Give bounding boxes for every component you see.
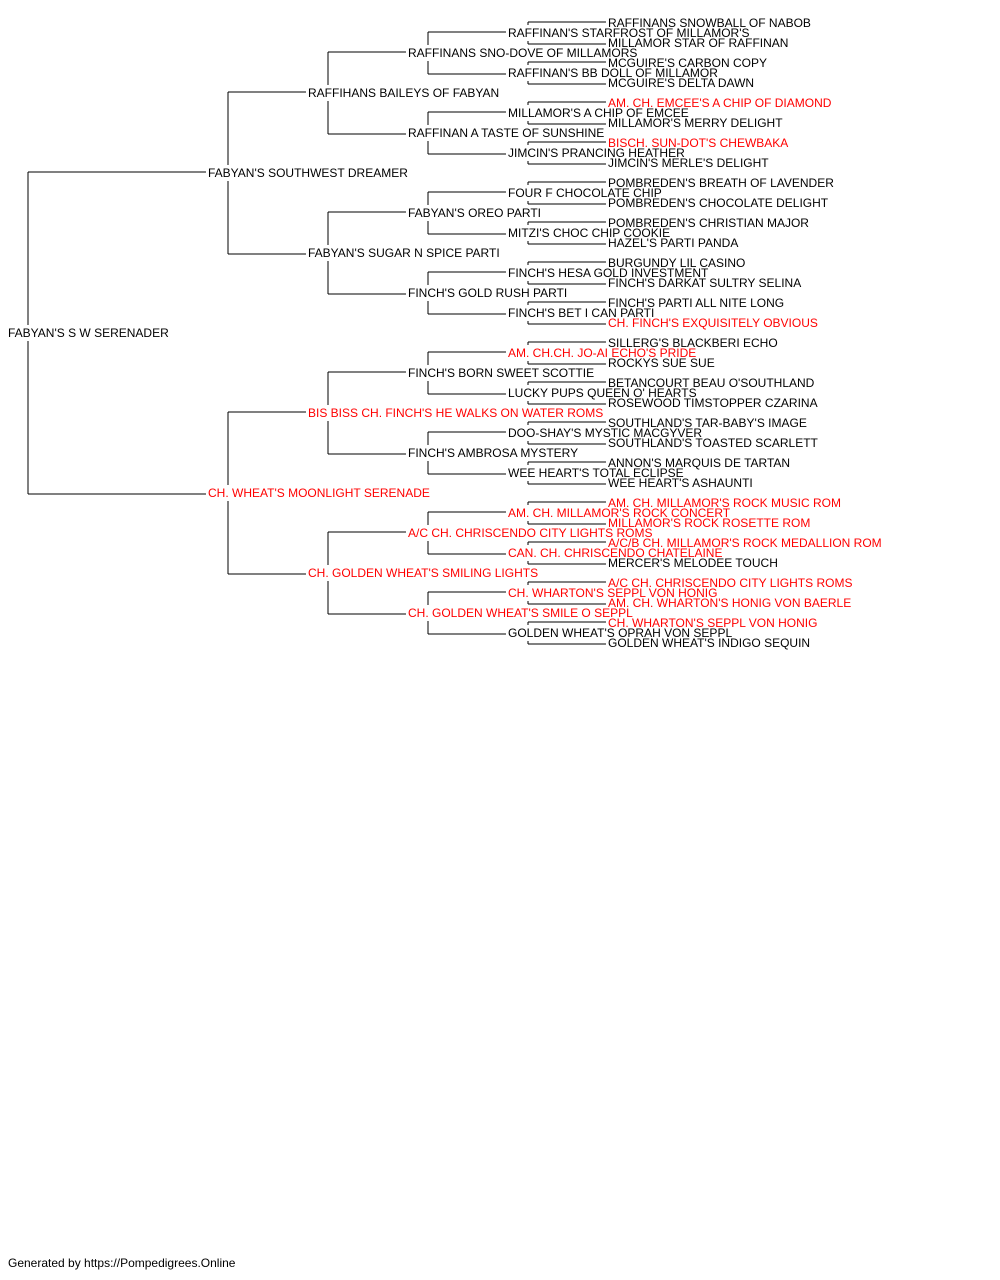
dog-name-gen5-dam-dam-sire-dam-sire: A/C/B CH. MILLAMOR'S ROCK MEDALLION ROM (608, 536, 882, 550)
dog-name-gen4-dam-dam-sire-dam: CAN. CH. CHRISCENDO CHATELAINE (508, 546, 723, 560)
dog-name-gen5-sire-sire-sire-sire-dam: MILLAMOR STAR OF RAFFINAN (608, 36, 789, 50)
dog-name-gen1-sire: FABYAN'S SOUTHWEST DREAMER (208, 166, 408, 180)
dog-name-gen5-sire-dam-sire-sire-sire: POMBREDEN'S BREATH OF LAVENDER (608, 176, 834, 190)
dog-name-gen5-dam-sire-dam-sire-sire: SOUTHLAND'S TAR-BABY'S IMAGE (608, 416, 807, 430)
dog-name-gen2-sire-dam: FABYAN'S SUGAR N SPICE PARTI (308, 246, 500, 260)
dog-name-gen4-dam-sire-dam-sire: DOO-SHAY'S MYSTIC MACGYVER (508, 426, 703, 440)
dog-name-gen3-sire-sire-sire: RAFFINANS SNO-DOVE OF MILLAMORS (408, 46, 638, 60)
dog-name-gen3-sire-sire-dam: RAFFINAN A TASTE OF SUNSHINE (408, 126, 605, 140)
dog-name-gen1-dam: CH. WHEAT'S MOONLIGHT SERENADE (208, 486, 430, 500)
dog-name-gen4-sire-sire-sire-dam: RAFFINAN'S BB DOLL OF MILLAMOR (508, 66, 718, 80)
dog-name-gen5-dam-sire-dam-sire-dam: SOUTHLAND'S TOASTED SCARLETT (608, 436, 818, 450)
dog-name-gen2-dam-sire: BIS BISS CH. FINCH'S HE WALKS ON WATER R… (308, 406, 604, 420)
dog-name-gen4-sire-dam-sire-sire: FOUR F CHOCOLATE CHIP (508, 186, 662, 200)
dog-name-gen3-sire-dam-dam: FINCH'S GOLD RUSH PARTI (408, 286, 568, 300)
dog-name-gen0-subject: FABYAN'S S W SERENADER (8, 326, 169, 340)
dog-name-gen5-dam-dam-sire-sire-dam: MILLAMOR'S ROCK ROSETTE ROM (608, 516, 811, 530)
dog-name-gen4-dam-dam-sire-sire: AM. CH. MILLAMOR'S ROCK CONCERT (508, 506, 731, 520)
dog-name-gen3-dam-dam-dam: CH. GOLDEN WHEAT'S SMILE O SEPPL (408, 606, 633, 620)
dog-name-gen4-sire-dam-sire-dam: MITZI'S CHOC CHIP COOKIE (508, 226, 671, 240)
dog-name-gen5-dam-dam-sire-sire-sire: AM. CH. MILLAMOR'S ROCK MUSIC ROM (608, 496, 841, 510)
dog-name-gen4-dam-sire-sire-sire: AM. CH.CH. JO-AI ECHO'S PRIDE (508, 346, 697, 360)
dog-name-gen5-dam-sire-dam-dam-dam: WEE HEART'S ASHAUNTI (608, 476, 753, 490)
dog-name-gen4-sire-sire-dam-sire: MILLAMOR'S A CHIP OF EMCEE (508, 106, 689, 120)
dog-name-gen3-sire-dam-sire: FABYAN'S OREO PARTI (408, 206, 541, 220)
dog-name-gen5-sire-dam-sire-sire-dam: POMBREDEN'S CHOCOLATE DELIGHT (608, 196, 829, 210)
dog-name-gen5-sire-dam-dam-sire-dam: FINCH'S DARKAT SULTRY SELINA (608, 276, 802, 290)
dog-name-gen3-dam-sire-sire: FINCH'S BORN SWEET SCOTTIE (408, 366, 595, 380)
dog-name-gen5-dam-dam-dam-sire-sire: A/C CH. CHRISCENDO CITY LIGHTS ROMS (608, 576, 853, 590)
dog-name-gen5-dam-sire-sire-dam-dam: ROSEWOOD TIMSTOPPER CZARINA (608, 396, 818, 410)
dog-name-gen5-dam-dam-dam-sire-dam: AM. CH. WHARTON'S HONIG VON BAERLE (608, 596, 852, 610)
dog-name-gen4-dam-dam-dam-dam: GOLDEN WHEAT'S OPRAH VON SEPPL (508, 626, 733, 640)
dog-name-gen5-sire-dam-dam-sire-sire: BURGUNDY LIL CASINO (608, 256, 746, 270)
dog-name-gen4-dam-sire-dam-dam: WEE HEART'S TOTAL ECLIPSE (508, 466, 684, 480)
dog-name-gen5-sire-dam-sire-dam-sire: POMBREDEN'S CHRISTIAN MAJOR (608, 216, 809, 230)
dog-name-gen5-dam-dam-sire-dam-dam: MERCER'S MELODEE TOUCH (608, 556, 778, 570)
dog-name-gen4-sire-dam-dam-sire: FINCH'S HESA GOLD INVESTMENT (508, 266, 709, 280)
dog-name-gen4-sire-dam-dam-dam: FINCH'S BET I CAN PARTI (508, 306, 655, 320)
dog-name-gen5-dam-sire-dam-dam-sire: ANNON'S MARQUIS DE TARTAN (608, 456, 791, 470)
dog-name-gen5-sire-sire-dam-sire-dam: MILLAMOR'S MERRY DELIGHT (608, 116, 783, 130)
dog-name-gen4-dam-sire-sire-dam: LUCKY PUPS QUEEN O' HEARTS (508, 386, 697, 400)
dog-name-gen4-sire-sire-dam-dam: JIMCIN'S PRANCING HEATHER (508, 146, 685, 160)
dog-name-gen4-sire-sire-sire-sire: RAFFINAN'S STARFROST OF MILLAMOR'S (508, 26, 750, 40)
dog-name-gen5-sire-sire-dam-sire-sire: AM. CH. EMCEE'S A CHIP OF DIAMOND (608, 96, 832, 110)
dog-name-gen2-sire-sire: RAFFIHANS BAILEYS OF FABYAN (308, 86, 500, 100)
dog-name-gen5-sire-sire-dam-dam-sire: BISCH. SUN-DOT'S CHEWBAKA (608, 136, 789, 150)
dog-name-gen5-dam-sire-sire-sire-dam: ROCKYS SUE SUE (608, 356, 715, 370)
dog-name-gen5-dam-dam-dam-dam-sire: CH. WHARTON'S SEPPL VON HONIG (608, 616, 818, 630)
dog-name-gen4-dam-dam-dam-sire: CH. WHARTON'S SEPPL VON HONIG (508, 586, 718, 600)
dog-name-gen5-sire-sire-sire-sire-sire: RAFFINANS SNOWBALL OF NABOB (608, 16, 811, 30)
dog-name-gen3-dam-sire-dam: FINCH'S AMBROSA MYSTERY (408, 446, 579, 460)
dog-name-gen2-dam-dam: CH. GOLDEN WHEAT'S SMILING LIGHTS (308, 566, 539, 580)
dog-name-gen5-dam-sire-sire-sire-sire: SILLERG'S BLACKBERI ECHO (608, 336, 778, 350)
dog-name-gen5-sire-sire-sire-dam-dam: MCGUIRE'S DELTA DAWN (608, 76, 755, 90)
dog-name-gen5-dam-sire-sire-dam-sire: BETANCOURT BEAU O'SOUTHLAND (608, 376, 815, 390)
dog-name-gen3-dam-dam-sire: A/C CH. CHRISCENDO CITY LIGHTS ROMS (408, 526, 653, 540)
dog-name-gen5-sire-sire-dam-dam-dam: JIMCIN'S MERLE'S DELIGHT (608, 156, 769, 170)
dog-name-gen5-sire-dam-sire-dam-dam: HAZEL'S PARTI PANDA (608, 236, 739, 250)
generated-by-footer: Generated by https://Pompedigrees.Online (8, 1256, 236, 1270)
dog-name-gen5-dam-dam-dam-dam-dam: GOLDEN WHEAT'S INDIGO SEQUIN (608, 636, 811, 650)
dog-name-gen5-sire-dam-dam-dam-sire: FINCH'S PARTI ALL NITE LONG (608, 296, 785, 310)
dog-name-gen5-sire-dam-dam-dam-dam: CH. FINCH'S EXQUISITELY OBVIOUS (608, 316, 818, 330)
dog-name-gen5-sire-sire-sire-dam-sire: MCGUIRE'S CARBON COPY (608, 56, 767, 70)
